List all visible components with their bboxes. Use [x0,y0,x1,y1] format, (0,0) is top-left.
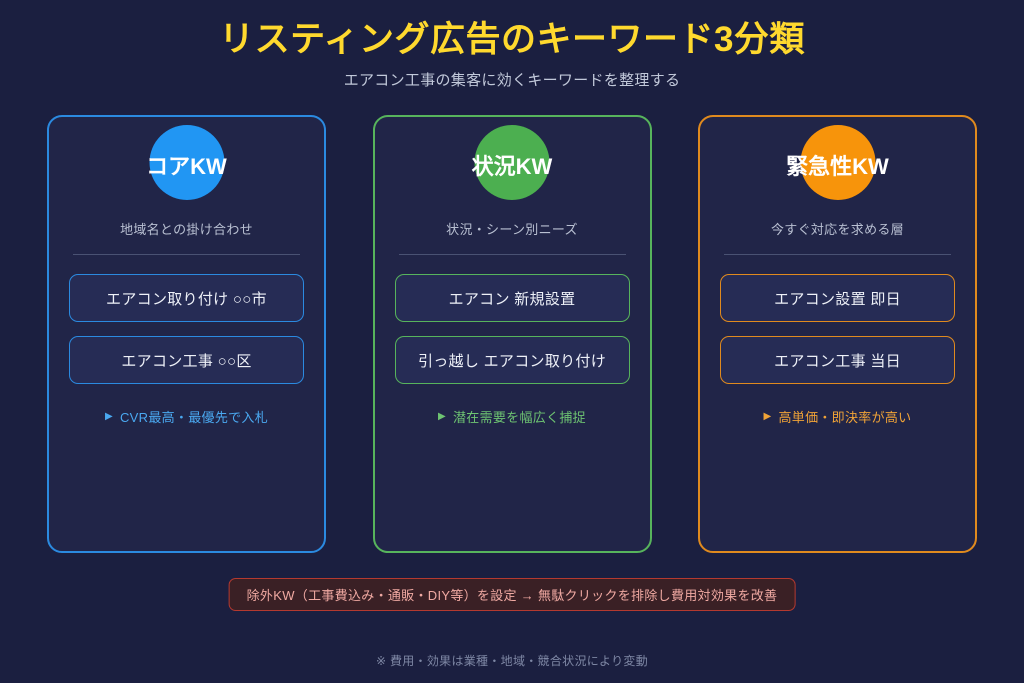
keyword-pill[interactable]: エアコン取り付け ○○市 [69,274,304,322]
card-note-label: 高単価・即決率が高い [778,410,912,425]
keyword-list-core-kw: エアコン取り付け ○○市 エアコン工事 ○○区 [69,274,304,384]
slide-header: リスティング広告のキーワード3分類 エアコン工事の集客に効くキーワードを整理する [0,18,1024,90]
keyword-pill[interactable]: エアコン工事 当日 [720,336,955,384]
card-divider [73,254,300,255]
card-header-situation-kw: 状況KW [395,117,630,209]
card-note-label: CVR最高・最優先で入札 [119,410,269,425]
card-note-situation-kw: ▶ 潜在需要を幅広く捕捉 [395,407,630,426]
footnote: ※ 費用・効果は業種・地域・競合状況により変動 [375,654,649,668]
circle-badge-icon [149,125,224,200]
card-subtitle-urgency-kw: 今すぐ対応を求める層 [770,222,904,237]
card-core-kw[interactable]: コアKW 地域名との掛け合わせ エアコン取り付け ○○市 エアコン工事 ○○区 … [47,115,326,553]
card-divider [724,254,951,255]
keyword-pill[interactable]: エアコン設置 即日 [720,274,955,322]
triangle-right-icon: ▶ [104,410,113,422]
circle-badge-icon [474,125,550,200]
card-title-situation-kw: 状況KW [471,154,553,179]
triangle-right-icon: ▶ [437,410,446,422]
keyword-pill[interactable]: エアコン工事 ○○区 [69,336,304,384]
keyword-pill[interactable]: 引っ越し エアコン取り付け [394,336,630,384]
card-subtitle-situation-kw: 状況・シーン別ニーズ [446,222,578,237]
card-note-core-kw: ▶ CVR最高・最優先で入札 [69,407,304,426]
card-header-urgency-kw: 緊急性KW [720,117,955,209]
card-note-label: 潜在需要を幅広く捕捉 [452,410,586,425]
exclusion-keyword-banner-label: 除外KW（工事費込み・通販・DIY等）を設定 → 無駄クリックを排除し費用対効果… [246,588,778,603]
card-title-urgency-kw: 緊急性KW [786,154,889,179]
card-urgency-kw[interactable]: 緊急性KW 今すぐ対応を求める層 エアコン設置 即日 エアコン工事 当日 ▶ 高… [698,115,977,553]
card-subtitle-core-kw: 地域名との掛け合わせ [120,222,253,237]
page-title: リスティング広告のキーワード3分類 [219,20,805,59]
triangle-right-icon: ▶ [763,410,772,422]
exclusion-keyword-banner: 除外KW（工事費込み・通販・DIY等）を設定 → 無駄クリックを排除し費用対効果… [228,578,796,611]
card-note-urgency-kw: ▶ 高単価・即決率が高い [720,407,955,426]
card-group: コアKW 地域名との掛け合わせ エアコン取り付け ○○市 エアコン工事 ○○区 … [47,115,977,553]
card-situation-kw[interactable]: 状況KW 状況・シーン別ニーズ エアコン 新規設置 引っ越し エアコン取り付け … [372,115,652,553]
circle-badge-icon [800,125,875,200]
card-title-core-kw: コアKW [146,154,227,179]
keyword-list-situation-kw: エアコン 新規設置 引っ越し エアコン取り付け [394,274,630,384]
card-divider [398,254,626,255]
keyword-list-urgency-kw: エアコン設置 即日 エアコン工事 当日 [720,274,955,384]
card-header-core-kw: コアKW [69,117,304,209]
page-subtitle: エアコン工事の集客に効くキーワードを整理する [343,71,681,89]
keyword-pill[interactable]: エアコン 新規設置 [394,274,630,322]
